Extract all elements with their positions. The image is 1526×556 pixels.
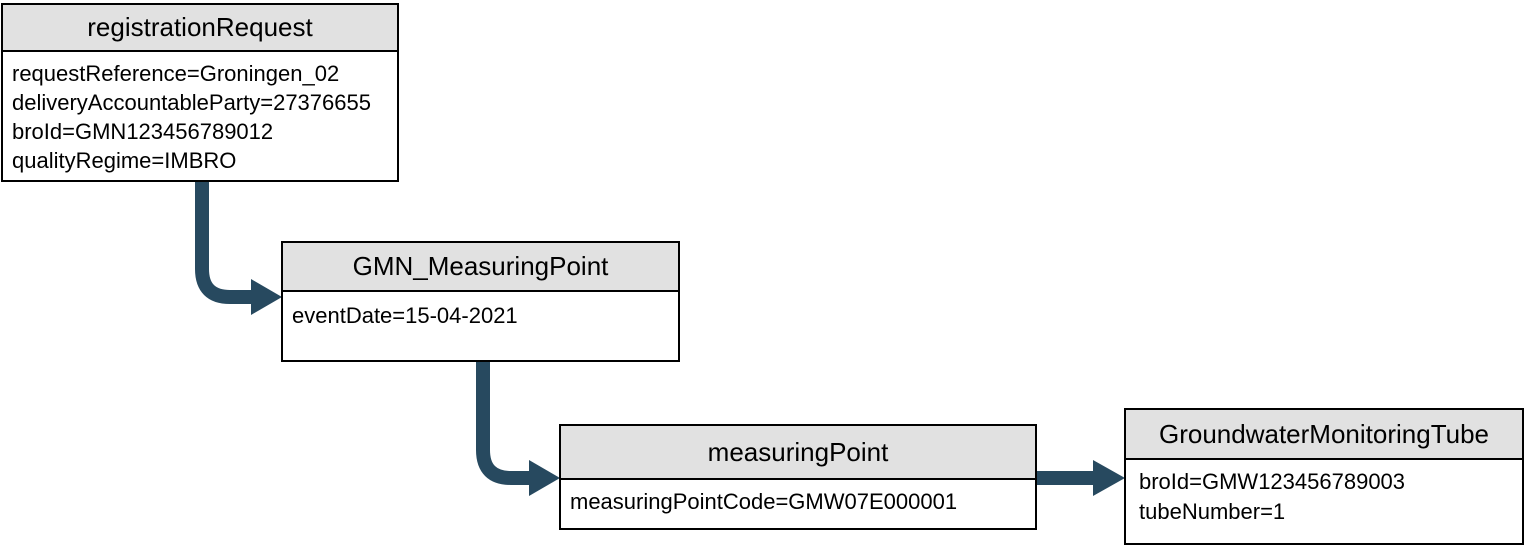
attribute-line: qualityRegime=IMBRO [12, 148, 237, 173]
arrow-shaft [195, 182, 254, 304]
node-title: measuringPoint [561, 426, 1035, 480]
node-attributes: requestReference=Groningen_02 deliveryAc… [3, 52, 397, 175]
connector-arrow-registration-to-gmn [195, 182, 282, 315]
node-groundwater-monitoring-tube: GroundwaterMonitoringTube broId=GMW12345… [1124, 408, 1524, 545]
arrow-head-icon [1093, 460, 1125, 496]
attribute-line: tubeNumber=1 [1139, 499, 1286, 524]
arrow-head-icon [529, 460, 560, 496]
attribute-line: broId=GMW123456789003 [1139, 469, 1406, 494]
node-attributes: eventDate=15-04-2021 [283, 292, 678, 330]
connector-arrow-gmn-to-measuringpoint [476, 362, 560, 496]
node-attributes: broId=GMW123456789003 tubeNumber=1 [1126, 460, 1522, 527]
node-attributes: measuringPointCode=GMW07E000001 [561, 480, 1035, 516]
node-title: GroundwaterMonitoringTube [1126, 410, 1522, 460]
attribute-line: deliveryAccountableParty=27376655 [12, 90, 371, 115]
attribute-line: requestReference=Groningen_02 [12, 61, 340, 86]
arrow-head-icon [251, 279, 282, 315]
node-gmn-measuring-point: GMN_MeasuringPoint eventDate=15-04-2021 [281, 241, 680, 362]
attribute-line: broId=GMN123456789012 [12, 119, 274, 144]
node-registration-request: registrationRequest requestReference=Gro… [1, 3, 399, 182]
attribute-line: measuringPointCode=GMW07E000001 [570, 489, 958, 514]
connector-arrow-measuringpoint-to-tube [1037, 460, 1125, 496]
node-measuring-point: measuringPoint measuringPointCode=GMW07E… [559, 424, 1037, 530]
node-title: GMN_MeasuringPoint [283, 243, 678, 292]
arrow-shaft [476, 362, 532, 485]
attribute-line: eventDate=15-04-2021 [292, 303, 518, 328]
node-title: registrationRequest [3, 5, 397, 52]
